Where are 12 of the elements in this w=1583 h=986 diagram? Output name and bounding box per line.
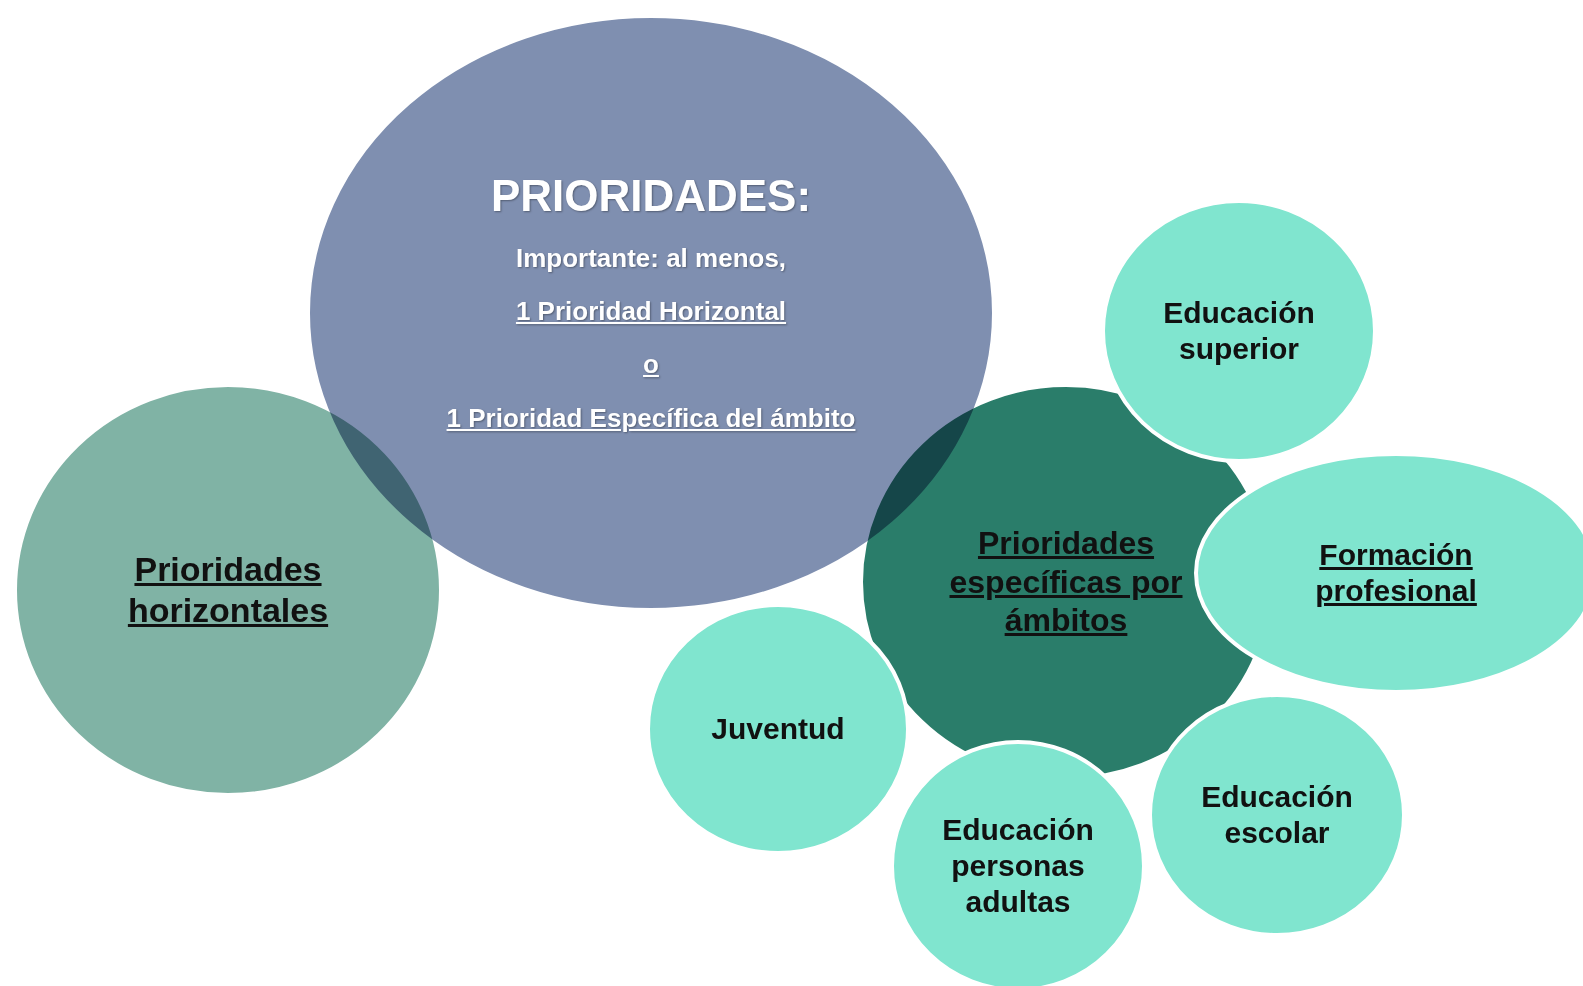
bubble-text: Prioridades horizontales	[126, 549, 330, 631]
bubble-title: PRIORIDADES:	[490, 170, 812, 223]
bubble-text: Formación profesional	[1314, 537, 1478, 609]
bubble-text: Importante: al menos,	[515, 243, 787, 275]
bubble-text: Prioridades específicas por ámbitos	[948, 524, 1184, 640]
bubble-text: 1 Prioridad Específica del ámbito	[446, 402, 856, 434]
bubble-text: Educación personas adultas	[941, 812, 1095, 920]
bubble-text: Educación escolar	[1200, 779, 1354, 851]
bubble-text: Educación superior	[1162, 295, 1316, 367]
bubble-text: 1 Prioridad Horizontal	[515, 296, 787, 328]
bubble-text: o	[643, 349, 659, 381]
bubble-text: Juventud	[711, 711, 845, 747]
